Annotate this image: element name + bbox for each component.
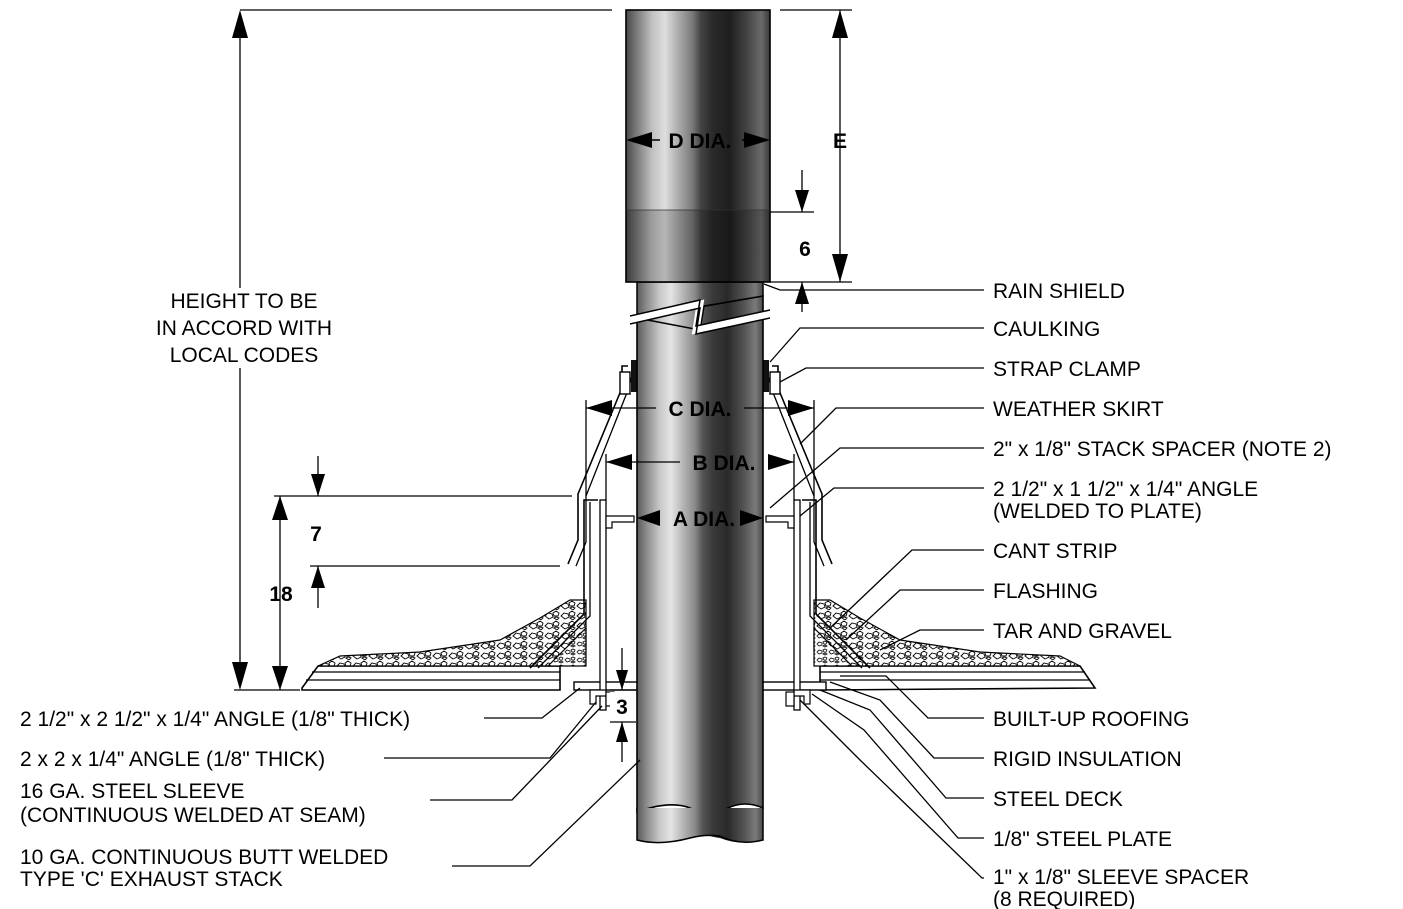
eighteen-arrow-bottom — [272, 666, 288, 690]
caulking-right — [763, 360, 769, 392]
c-arrow-left — [586, 400, 612, 416]
right-callouts: RAIN SHIELD CAULKING STRAP CLAMP WEATHER… — [993, 280, 1332, 909]
built-up-roofing-right — [819, 665, 1097, 691]
six-arrow-bottom — [795, 282, 809, 304]
c-dia-label: C DIA. — [669, 398, 732, 421]
a-arrow-left — [637, 510, 660, 526]
three-label: 3 — [616, 696, 628, 719]
three-arrow-bottom — [616, 722, 628, 742]
tar-and-gravel-label: TAR AND GRAVEL — [993, 620, 1172, 643]
a-dia-label: A DIA. — [673, 508, 735, 531]
a-arrow-right — [740, 510, 763, 526]
height-arrow-top — [232, 10, 248, 38]
flashing-label: FLASHING — [993, 580, 1098, 603]
left-leaders — [384, 687, 641, 867]
seven-arrow-top — [311, 474, 325, 496]
d-dia-label: D DIA. — [669, 130, 732, 153]
exhaust-stack — [629, 281, 771, 844]
lower-angle-right — [793, 689, 811, 705]
right-leaders — [763, 283, 984, 879]
angle-welded-label-2: (WELDED TO PLATE) — [993, 500, 1202, 523]
caulking-left — [631, 360, 637, 392]
rigid-insulation-label: RIGID INSULATION — [993, 748, 1182, 771]
left-callouts: 2 1/2" x 2 1/2" x 1/4" ANGLE (1/8" THICK… — [20, 708, 410, 891]
steel-sleeve-label-1: 16 GA. STEEL SLEEVE — [20, 780, 245, 803]
c-arrow-right — [788, 400, 814, 416]
dimension-labels: D DIA. E 6 C DIA. B DIA. A DIA. 7 18 3 — [269, 130, 847, 720]
d-arrow-left — [626, 132, 652, 148]
angle-welded-label-1: 2 1/2" x 1 1/2" x 1/4" ANGLE — [993, 478, 1258, 501]
height-arrow-bottom — [232, 662, 248, 690]
steel-sleeve-left — [599, 499, 607, 711]
sleeve-spacer-right — [785, 691, 795, 707]
e-label: E — [833, 130, 847, 153]
rain-shield-label: RAIN SHIELD — [993, 280, 1125, 303]
weather-skirt-label: WEATHER SKIRT — [993, 398, 1164, 421]
eighteen-label: 18 — [269, 583, 293, 606]
cant-strip-right — [813, 626, 854, 667]
b-arrow-right — [768, 454, 794, 470]
steel-sleeve-right — [793, 499, 801, 711]
sleeve-angle-right — [765, 515, 795, 529]
e-arrow-bottom — [832, 254, 848, 282]
e-arrow-top — [832, 10, 848, 38]
strap-clamp-label: STRAP CLAMP — [993, 358, 1141, 381]
seven-arrow-bottom — [311, 566, 325, 588]
b-arrow-left — [606, 454, 632, 470]
height-note-line-2: IN ACCORD WITH — [156, 317, 332, 340]
built-up-roofing-label: BUILT-UP ROOFING — [993, 708, 1189, 731]
dimension-lines — [232, 9, 852, 762]
exhaust-stack-label-1: 10 GA. CONTINUOUS BUTT WELDED — [20, 846, 388, 869]
eighteen-arrow-top — [272, 496, 288, 520]
weather-skirt — [567, 360, 833, 567]
steel-plate-label: 1/8" STEEL PLATE — [993, 828, 1172, 851]
exhaust-stack-label-2: TYPE 'C' EXHAUST STACK — [20, 868, 283, 891]
angle-2-label: 2 x 2 x 1/4" ANGLE (1/8" THICK) — [20, 748, 325, 771]
sleeve-spacer-label-1: 1" x 1/8" SLEEVE SPACER — [993, 866, 1249, 889]
angle-2-5-label: 2 1/2" x 2 1/2" x 1/4" ANGLE (1/8" THICK… — [20, 708, 410, 731]
stack-spacer-label: 2" x 1/8" STACK SPACER (NOTE 2) — [993, 438, 1332, 461]
three-arrow-top — [616, 670, 628, 690]
six-label: 6 — [799, 238, 811, 261]
strap-clamp-left — [619, 371, 631, 395]
d-arrow-right — [744, 132, 770, 148]
flashing-left — [529, 499, 598, 669]
built-up-roofing-left — [301, 665, 561, 691]
tar-and-gravel-left — [317, 599, 587, 667]
height-note-line-3: LOCAL CODES — [170, 344, 319, 367]
height-note: HEIGHT TO BE IN ACCORD WITH LOCAL CODES — [150, 288, 340, 368]
steel-deck-label: STEEL DECK — [993, 788, 1123, 811]
cant-strip-label: CANT STRIP — [993, 540, 1117, 563]
lower-angle-left — [589, 689, 607, 705]
sleeve-spacer-label-2: (8 REQUIRED) — [993, 888, 1135, 909]
flashing-right — [802, 499, 871, 669]
b-dia-label: B DIA. — [693, 452, 756, 475]
caulking-label: CAULKING — [993, 318, 1100, 341]
steel-sleeve-label-2: (CONTINUOUS WELDED AT SEAM) — [20, 804, 366, 827]
sleeve-angle-left — [605, 515, 635, 529]
strap-clamp-right — [769, 371, 781, 395]
cant-strip-left — [546, 626, 587, 667]
height-note-line-1: HEIGHT TO BE — [170, 290, 317, 313]
seven-label: 7 — [310, 523, 322, 546]
six-arrow-top — [795, 190, 809, 212]
